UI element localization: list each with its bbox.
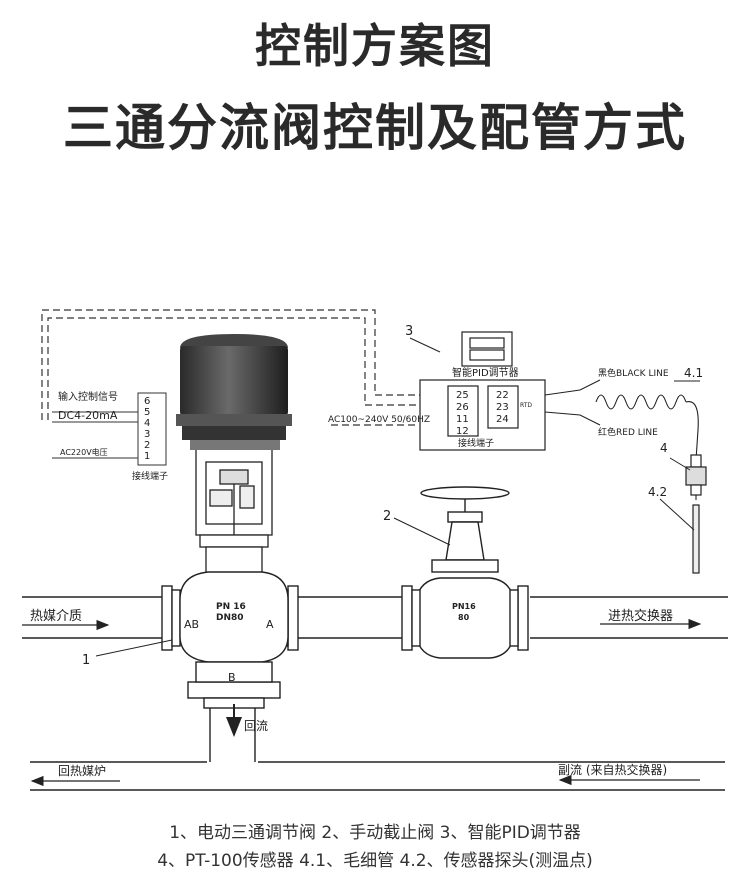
pt100-sensor [685,454,707,574]
red-line-label: 红色RED LINE [598,426,658,438]
input-signal-label: 输入控制信号 [58,390,118,403]
terminal-mid-23: 23 [496,402,509,413]
title-line-1: 控制方案图 [255,19,495,73]
terminal-mid-26: 26 [456,402,469,413]
terminal-mid-22: 22 [496,390,509,401]
dc-signal-label: DC4-20mA [58,409,118,422]
valve-dn-label: DN80 [216,613,244,623]
ac-supply-label: AC100~240V 50/60HZ [328,415,430,425]
valve-pn-label: PN 16 [216,602,246,612]
main-pipe [22,596,728,791]
terminal-block-left: 6 5 4 3 2 1 输入控制信号 DC4-20mA AC220V电压 接线端… [52,390,168,482]
signal-wiring [41,309,420,426]
callout-lines [95,337,700,657]
electric-actuator [176,334,292,450]
callout-3: 3 [405,324,413,339]
title-line-2: 三通分流阀控制及配管方式 [63,99,687,157]
side-flow-label: 副流 (来自热交换器) [558,762,667,777]
terminal-left-5: 2 [144,440,150,451]
port-ab-label: AB [184,618,199,631]
valve2-dn-label: 80 [458,613,470,622]
ac220-label: AC220V电压 [60,447,108,457]
legend-line-1: 1、电动三通调节阀 2、手动截止阀 3、智能PID调节器 [169,823,581,843]
terminal-mid-24: 24 [496,414,509,425]
rtd-label: RTD [520,402,532,409]
callout-1: 1 [82,653,90,668]
flow-arrows [22,618,702,787]
callout-4-1: 4.1 [684,366,703,380]
terminal-left-3: 4 [144,418,150,429]
sensor-cable [544,379,699,500]
manual-globe-valve [401,486,529,659]
callout-4: 4 [660,441,668,455]
callout-2: 2 [383,509,391,524]
callout-4-2: 4.2 [648,485,667,499]
heat-medium-label: 热媒介质 [30,609,82,624]
terminal-left-4: 3 [144,429,150,440]
return-flow-label: 回流 [244,719,268,733]
terminal-left-2: 5 [144,407,150,418]
three-way-valve [161,571,299,737]
valve-yoke [195,450,273,576]
terminal-mid-25: 25 [456,390,469,401]
terminal-left-1: 6 [144,396,150,407]
to-exchanger-label: 进热交换器 [608,608,673,624]
terminal-left-6: 1 [144,451,150,462]
pid-controller [419,331,546,451]
valve2-pn-label: PN16 [452,602,476,611]
return-boiler-label: 回热媒炉 [58,764,106,778]
terminal-mid-label: 接线端子 [458,437,494,449]
legend-line-2: 4、PT-100传感器 4.1、毛细管 4.2、传感器探头(测温点) [157,851,593,871]
port-a-label: A [266,618,274,631]
pid-label: 智能PID调节器 [452,366,519,379]
port-b-label: B [228,671,236,684]
black-line-label: 黑色BLACK LINE [598,367,669,379]
terminal-mid-11: 11 [456,414,469,425]
terminal-mid-12: 12 [456,426,469,437]
terminal-left-label: 接线端子 [132,470,168,482]
